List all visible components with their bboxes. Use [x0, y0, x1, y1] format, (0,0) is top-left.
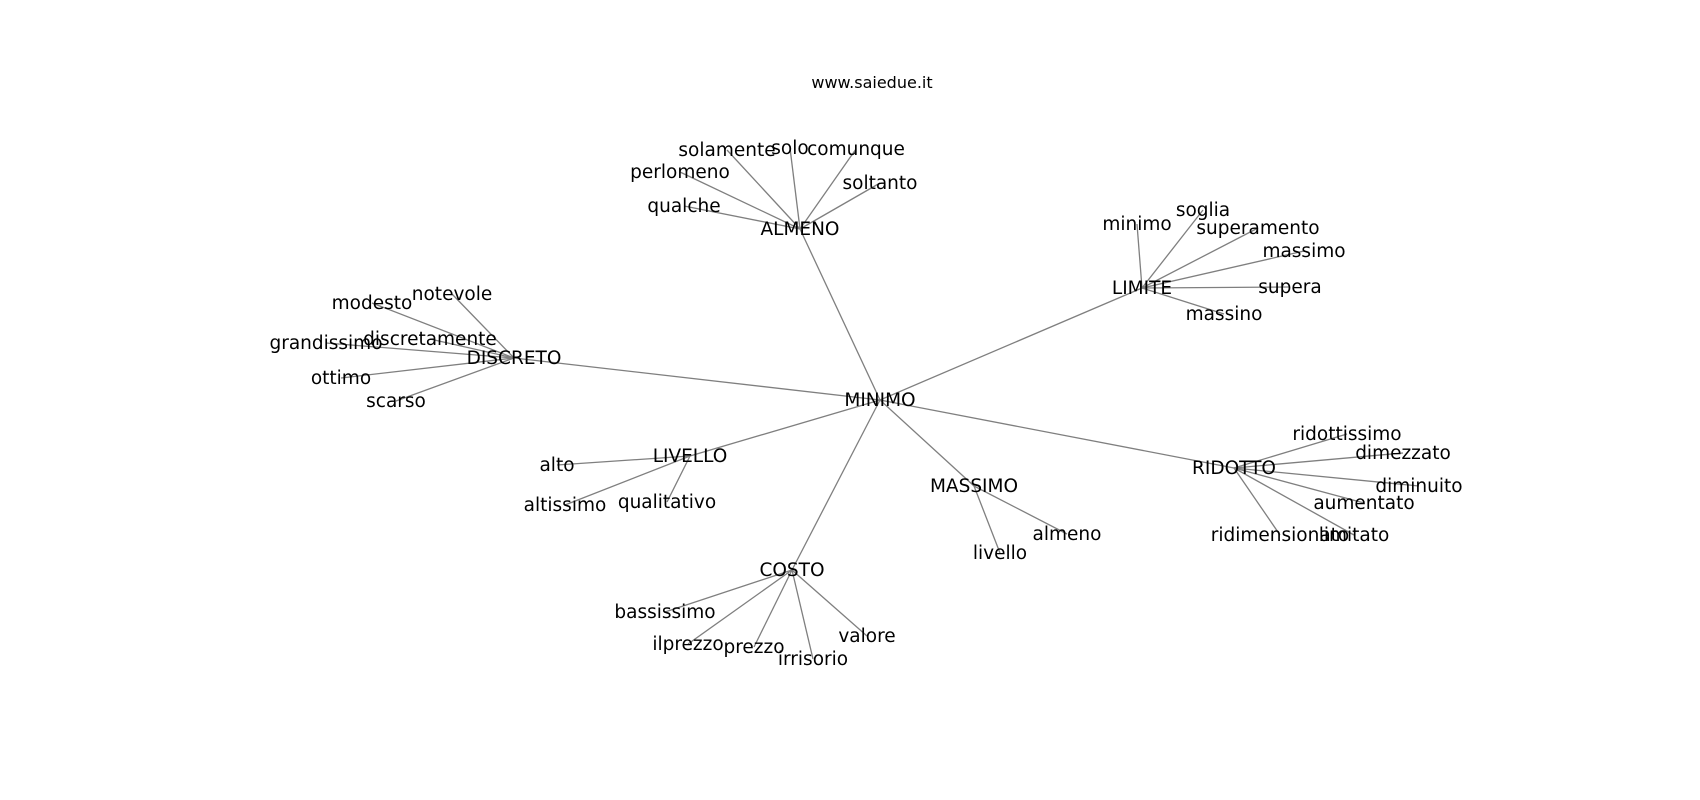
leaf-node-soglia: soglia — [1176, 200, 1230, 221]
edge-massimo-livello — [973, 485, 1001, 554]
edge-costo-bassissimo — [664, 569, 793, 613]
leaf-node-solamente: solamente — [678, 140, 775, 161]
edge-minimo-ridotto — [879, 399, 1235, 469]
leaf-node-dimezzato: dimezzato — [1355, 443, 1451, 464]
graph-edges — [325, 147, 1420, 660]
leaf-node-qualche: qualche — [647, 196, 720, 217]
edge-limite-massimo — [1141, 250, 1305, 289]
hub-node-almeno: ALMENO — [760, 219, 839, 240]
edge-ridotto-dimezzato — [1233, 452, 1404, 469]
edge-ridotto-ridottissimo — [1233, 433, 1348, 469]
leaf-node-valore: valore — [838, 626, 895, 647]
hub-node-ridotto: RIDOTTO — [1192, 458, 1276, 479]
leaf-node-ilprezzo: ilprezzo — [652, 634, 723, 655]
leaf-node-diminuito: diminuito — [1375, 476, 1462, 497]
edge-almeno-soltanto — [799, 182, 881, 230]
edge-limite-minimo — [1136, 223, 1143, 289]
leaf-node-discretamente: discretamente — [363, 329, 497, 350]
edge-discreto-grandissimo — [325, 342, 515, 359]
edge-costo-ilprezzo — [687, 569, 793, 645]
edge-limite-superamento — [1141, 227, 1259, 289]
edge-ridotto-aumentato — [1233, 467, 1365, 504]
edge-discreto-notevole — [451, 293, 515, 359]
leaf-node-aumentato: aumentato — [1313, 493, 1414, 514]
leaf-node-superamento: superamento — [1196, 218, 1319, 239]
leaf-node-modesto: modesto — [332, 293, 413, 314]
hub-node-costo: COSTO — [759, 560, 824, 581]
leaf-node-bassissimo: bassissimo — [614, 602, 715, 623]
leaf-node-comunque: comunque — [807, 139, 905, 160]
edge-minimo-massimo — [879, 399, 975, 487]
edge-limite-soglia — [1141, 209, 1204, 289]
node-minimo: MINIMO — [844, 390, 915, 411]
leaf-node-minimo: minimo — [1102, 214, 1171, 235]
leaf-node-grandissimo: grandissimo — [269, 333, 382, 354]
edge-livello-alto — [556, 455, 691, 466]
leaf-node-irrisorio: irrisorio — [778, 649, 848, 670]
hub-node-discreto: DISCRETO — [467, 348, 562, 369]
site-credit: www.saiedue.it — [811, 73, 932, 92]
leaf-node-notevole: notevole — [412, 284, 492, 305]
leaf-node-massimo: massimo — [1262, 241, 1345, 262]
leaf-node-limitato: limitato — [1319, 525, 1390, 546]
edge-ridotto-limitato — [1233, 467, 1355, 536]
edge-massimo-almeno — [973, 485, 1068, 535]
edge-minimo-costo — [791, 399, 881, 571]
leaf-node-supera: supera — [1258, 277, 1321, 298]
leaf-node-almeno: almeno — [1033, 524, 1102, 545]
edge-minimo-livello — [689, 399, 881, 457]
edge-livello-qualitativo — [666, 455, 691, 503]
edge-costo-irrisorio — [791, 569, 814, 660]
edge-ridotto-diminuito — [1233, 467, 1420, 487]
leaf-node-ridottissimo: ridottissimo — [1292, 424, 1401, 445]
leaf-node-ridimensionato: ridimensionato — [1211, 525, 1350, 546]
leaf-node-livello: livello — [973, 543, 1027, 564]
edge-costo-prezzo — [753, 569, 793, 648]
leaf-node-altissimo: altissimo — [524, 495, 607, 516]
leaf-node-massino: massino — [1186, 304, 1263, 325]
leaf-node-prezzo: prezzo — [723, 637, 784, 658]
hub-node-massimo: MASSIMO — [930, 476, 1018, 497]
edge-discreto-discretamente — [429, 338, 515, 359]
hub-node-livello: LIVELLO — [653, 446, 728, 467]
edge-limite-supera — [1141, 286, 1291, 289]
leaf-node-qualitativo: qualitativo — [618, 492, 716, 513]
edge-livello-altissimo — [564, 455, 691, 506]
edge-ridotto-ridimensionato — [1233, 467, 1281, 536]
edge-almeno-comunque — [799, 148, 857, 230]
leaf-node-solo: solo — [771, 138, 808, 159]
edge-minimo-almeno — [799, 228, 881, 401]
edge-minimo-discreto — [513, 357, 881, 401]
leaf-node-perlomeno: perlomeno — [630, 162, 730, 183]
leaf-node-soltanto: soltanto — [843, 173, 918, 194]
leaf-node-scarso: scarso — [366, 391, 426, 412]
edge-discreto-ottimo — [340, 357, 515, 379]
leaf-node-alto: alto — [539, 455, 574, 476]
leaf-node-ottimo: ottimo — [311, 368, 371, 389]
hub-node-limite: LIMITE — [1112, 278, 1172, 299]
edge-almeno-perlomeno — [679, 171, 801, 230]
edge-discreto-scarso — [395, 357, 515, 402]
edge-minimo-limite — [879, 287, 1143, 401]
edge-limite-massino — [1141, 287, 1225, 315]
edge-almeno-solamente — [726, 149, 801, 230]
edge-discreto-modesto — [371, 302, 515, 359]
edge-almeno-solo — [789, 147, 801, 230]
edge-costo-valore — [791, 569, 868, 637]
edge-almeno-qualche — [683, 205, 801, 230]
